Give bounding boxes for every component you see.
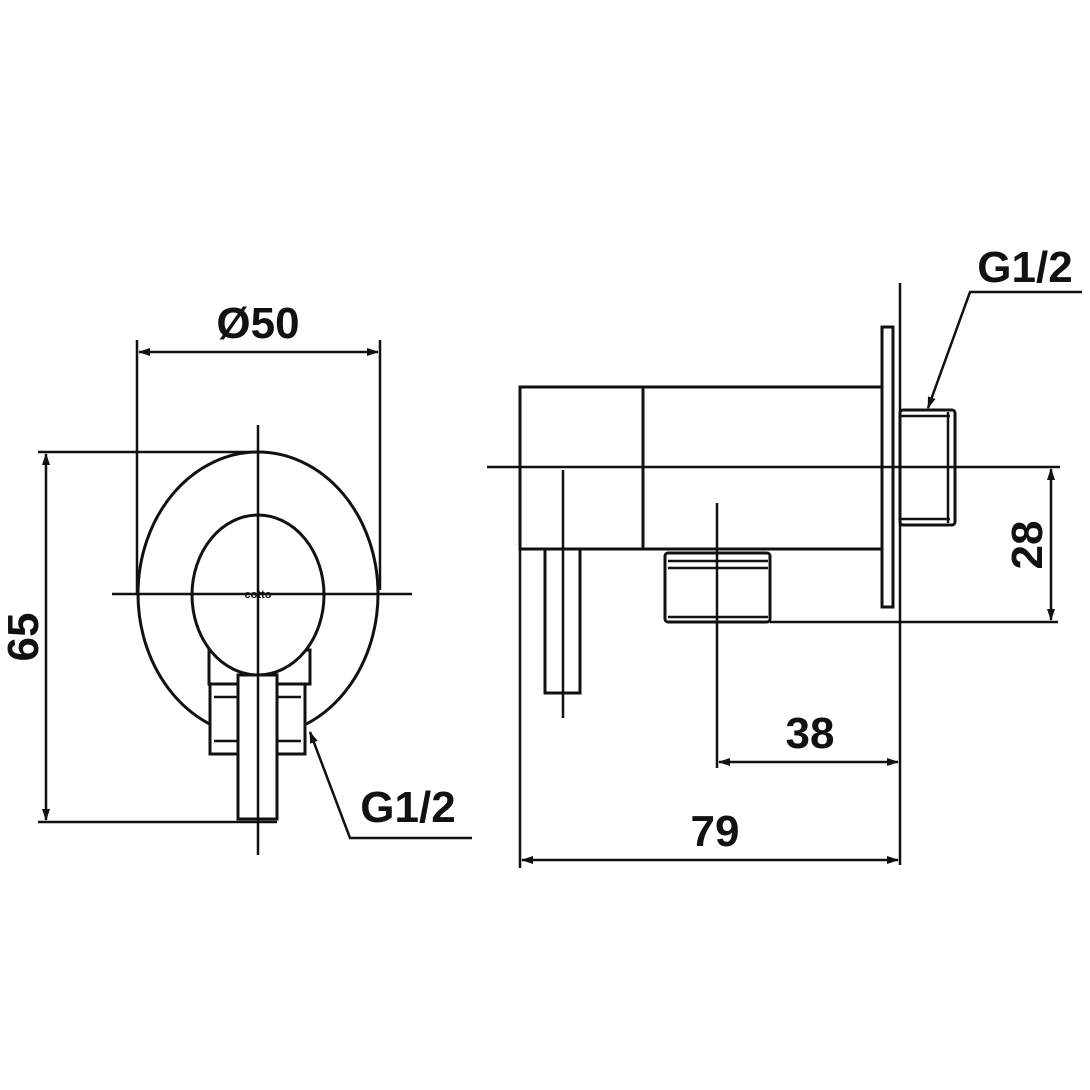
nipple-left [208,682,240,756]
logo-mark: cotto [245,589,272,601]
dim-label-diameter: Ø50 [216,299,299,348]
side-view: 28 38 79 G1/2 [487,243,1082,868]
dim-label-height: 65 [0,613,48,662]
front-view: cotto Ø50 65 G1/2 [0,299,472,855]
thread-label-front: G1/2 [360,783,455,832]
dim-label-offset: 28 [1003,521,1052,570]
nipple-right [275,682,307,756]
dim-label-total-depth: 79 [691,807,740,856]
thread-label-side: G1/2 [977,243,1072,292]
dim-label-outlet-depth: 38 [786,709,835,758]
